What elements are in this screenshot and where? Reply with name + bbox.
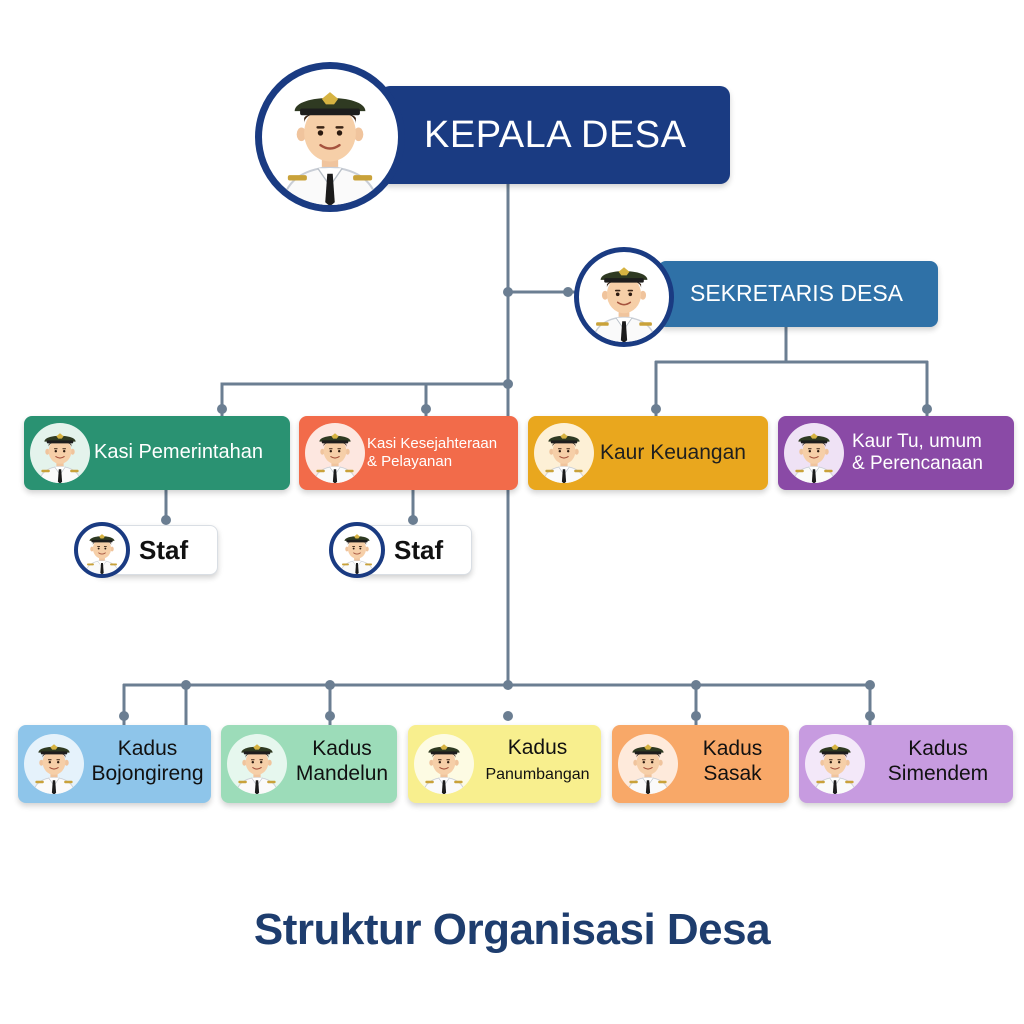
kasi-kesejahteraan-label: Kasi Kesejahteraan & Pelayanan xyxy=(367,435,497,470)
connector-dot xyxy=(651,404,661,414)
connector-dot xyxy=(408,515,418,525)
node-kadus-sasak[interactable]: Kadus Sasak xyxy=(612,725,789,803)
connector-dot xyxy=(503,680,513,690)
kepala-desa-label: KEPALA DESA xyxy=(424,113,687,156)
kaur-tu-avatar-icon xyxy=(784,423,844,483)
kadus-sasak-label: Kadus Sasak xyxy=(678,737,787,787)
kaur-keuangan-label: Kaur Keuangan xyxy=(600,440,746,464)
kadus-mandelun-avatar-icon xyxy=(227,734,287,794)
connector-line xyxy=(220,382,510,418)
kadus-simendem-label: Kadus Simendem xyxy=(869,737,1007,787)
connector-dot xyxy=(325,711,335,721)
kadus-bojongireng-label: Kadus Bojongireng xyxy=(88,737,207,787)
connector-dot xyxy=(119,711,129,721)
connector-dot xyxy=(217,404,227,414)
kadus-sasak-avatar-icon xyxy=(618,734,678,794)
kadus-mandelun-line2: Mandelun xyxy=(295,761,389,785)
kaur-tu-label: Kaur Tu, umum & Perencanaan xyxy=(852,431,983,476)
connector-dot xyxy=(181,680,191,690)
node-kepala-desa[interactable]: KEPALA DESA xyxy=(255,62,735,214)
connector-dot xyxy=(421,404,431,414)
connector-dot xyxy=(503,711,513,721)
kaur-tu-line1: Kaur Tu, umum xyxy=(852,430,982,452)
staf-2-label: Staf xyxy=(394,534,444,565)
kadus-mandelun-label: Kadus Mandelun xyxy=(289,737,395,787)
kadus-sasak-line1: Kadus xyxy=(702,737,763,760)
staf-1-avatar-icon xyxy=(74,522,130,578)
kaur-tu-line2: & Perencanaan xyxy=(852,453,983,474)
node-kaur-keuangan[interactable]: Kaur Keuangan xyxy=(528,416,768,490)
connector-dot xyxy=(503,379,513,389)
kepala-desa-avatar-icon xyxy=(255,62,405,212)
connector-dot xyxy=(563,287,573,297)
connector-dot xyxy=(691,680,701,690)
kadus-bojongireng-line1: Kadus xyxy=(117,737,178,760)
staf-1-label: Staf xyxy=(139,534,189,565)
diagram-title: Struktur Organisasi Desa xyxy=(253,905,771,954)
connector-dot xyxy=(503,287,513,297)
node-sekretaris-desa[interactable]: SEKRETARIS DESA xyxy=(574,245,940,353)
sekretaris-desa-avatar-icon xyxy=(574,247,674,347)
kadus-sasak-line2: Sasak xyxy=(703,761,762,785)
kadus-simendem-line2: Simendem xyxy=(887,761,989,785)
kadus-panumbangan-line2: Panumbangan xyxy=(485,765,590,783)
node-staf-1[interactable]: Staf xyxy=(74,522,218,578)
sekretaris-desa-label: SEKRETARIS DESA xyxy=(690,280,904,307)
kaur-keuangan-avatar-icon xyxy=(534,423,594,483)
connector-dot xyxy=(161,515,171,525)
kadus-panumbangan-avatar-icon xyxy=(414,734,474,794)
staf-2-avatar-icon xyxy=(329,522,385,578)
node-kadus-simendem[interactable]: Kadus Simendem xyxy=(799,725,1013,803)
kasi-pemerintahan-label: Kasi Pemerintahan xyxy=(94,441,263,464)
sekretaris-desa-box: SEKRETARIS DESA xyxy=(658,261,938,327)
node-kadus-bojongireng[interactable]: Kadus Bojongireng xyxy=(18,725,211,803)
node-kadus-mandelun[interactable]: Kadus Mandelun xyxy=(221,725,397,803)
kadus-panumbangan-label: Kadus Panumbangan xyxy=(476,736,599,786)
node-staf-2[interactable]: Staf xyxy=(329,522,472,578)
kasi-kesejahteraan-line1: Kasi Kesejahteraan xyxy=(367,435,498,453)
kadus-bojongireng-avatar-icon xyxy=(24,734,84,794)
kadus-mandelun-line1: Kadus xyxy=(312,737,372,760)
node-kaur-tu[interactable]: Kaur Tu, umum & Perencanaan xyxy=(778,416,1014,490)
connector-dot xyxy=(325,680,335,690)
node-kasi-kesejahteraan[interactable]: Kasi Kesejahteraan & Pelayanan xyxy=(299,416,518,490)
kadus-bojongireng-line2: Bojongireng xyxy=(91,761,204,785)
node-kadus-panumbangan[interactable]: Kadus Panumbangan xyxy=(408,725,601,803)
node-kasi-pemerintahan[interactable]: Kasi Pemerintahan xyxy=(24,416,290,490)
kasi-kesejahteraan-avatar-icon xyxy=(305,423,365,483)
connector-dot xyxy=(865,680,875,690)
kepala-desa-box: KEPALA DESA xyxy=(380,86,730,184)
kasi-pemerintahan-avatar-icon xyxy=(30,423,90,483)
kasi-kesejahteraan-line2: & Pelayanan xyxy=(367,453,453,470)
connector-dot xyxy=(922,404,932,414)
connector-dot xyxy=(865,711,875,721)
kadus-simendem-line1: Kadus xyxy=(908,737,968,760)
connector-dot xyxy=(691,711,701,721)
kadus-simendem-avatar-icon xyxy=(805,734,865,794)
kadus-panumbangan-line1: Kadus xyxy=(507,736,568,759)
